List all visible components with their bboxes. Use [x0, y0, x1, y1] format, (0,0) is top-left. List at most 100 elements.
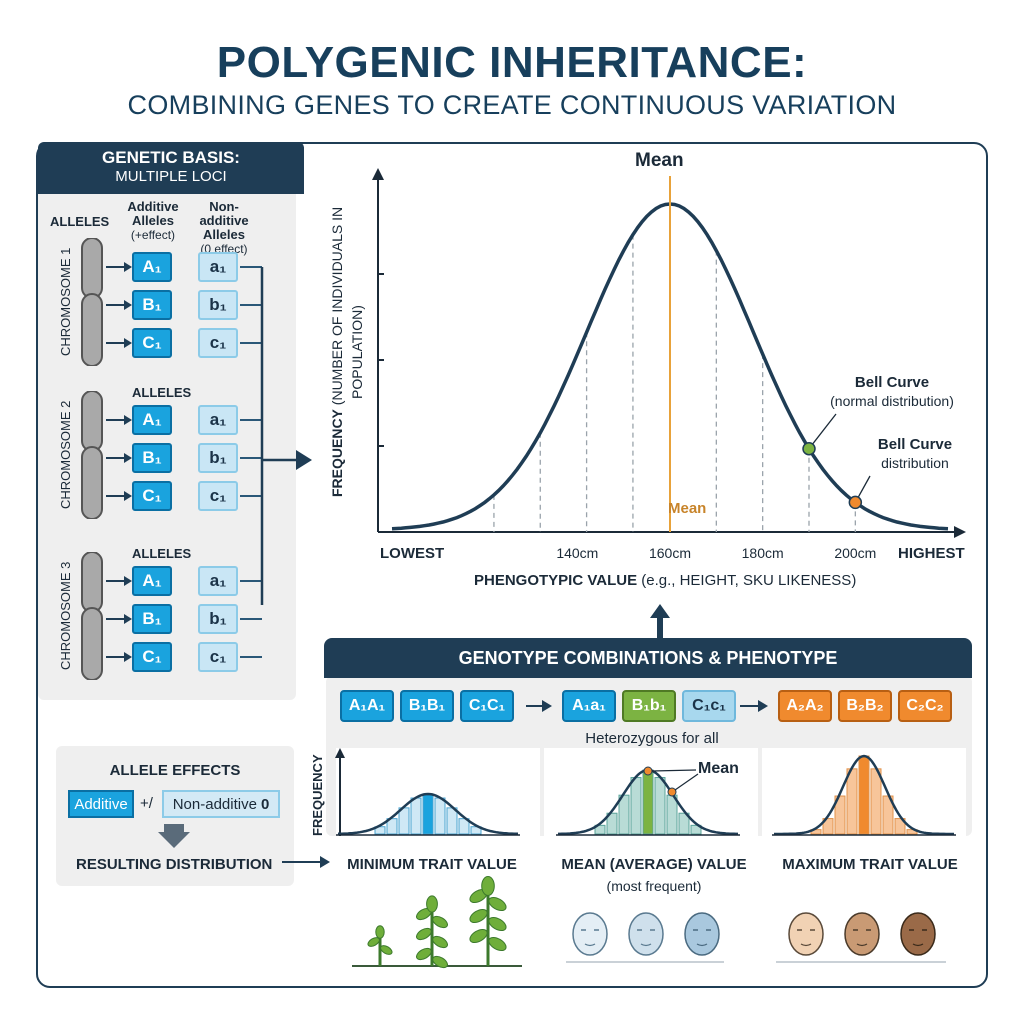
additive-sub: (+effect): [130, 228, 176, 242]
nonadditive-allele: c₁: [198, 328, 238, 358]
additive-allele: C₁: [132, 328, 172, 358]
face-icon: [844, 912, 880, 956]
annotation-normal: Bell Curve (normal distribution): [812, 373, 972, 411]
down-arrow-icon: [158, 824, 190, 848]
genotype-chip: C₁c₁: [682, 690, 736, 722]
mini-mean-leader: [651, 769, 697, 772]
x-start-label: LOWEST: [380, 545, 445, 562]
additive-allele: B₁: [132, 290, 172, 320]
chromosome-alleles-label: ALLELES: [132, 546, 192, 561]
genotype-chip: C₁C₁: [460, 690, 514, 722]
nonadditive-allele: a₁: [198, 405, 238, 435]
plant-leaf-icon: [488, 936, 507, 952]
x-tick-label: 160cm: [648, 545, 692, 561]
face-mouth-icon: [800, 943, 812, 947]
allele-arrowhead: [124, 453, 132, 463]
x-axis-arrowhead: [954, 526, 966, 538]
allele-arrowhead: [124, 262, 132, 272]
mini-bar: [894, 818, 906, 835]
x-end-label: HIGHEST: [898, 545, 965, 562]
face-icon: [684, 912, 720, 956]
nonadditive-chip-value: 0: [260, 795, 270, 813]
mini-bar: [678, 812, 690, 835]
page-subtitle: COMBINING GENES TO CREATE CONTINUOUS VAR…: [127, 90, 897, 120]
mean-label-top: Mean: [635, 150, 684, 171]
genotype-chip: A₁A₁: [340, 690, 394, 722]
annotation-distribution: Bell Curve distribution: [850, 435, 980, 473]
x-tick-label: 140cm: [556, 545, 599, 561]
genetic-basis-header: GENETIC BASIS: MULTIPLE LOCI: [38, 142, 304, 194]
additive-chip: Additive: [68, 790, 134, 818]
genotype-arrowhead: [542, 700, 552, 712]
mini-bar: [822, 818, 834, 835]
nonadditive-header: Non-additive Alleles: [199, 199, 249, 242]
plant-leaf-icon: [488, 896, 507, 912]
plant-leaf-icon: [367, 937, 380, 947]
annotation-distribution-title: Bell Curve: [877, 436, 953, 453]
allele-arrowhead: [124, 415, 132, 425]
nonadditive-allele: b₁: [198, 443, 238, 473]
nonadditive-allele: a₁: [198, 252, 238, 282]
genetic-basis-title: GENETIC BASIS:: [102, 148, 240, 167]
nonadditive-allele: b₁: [198, 604, 238, 634]
face-mouth-icon: [912, 943, 924, 947]
annotation-distribution-text: distribution: [881, 455, 949, 471]
face-mouth-icon: [696, 943, 708, 947]
mini-curve: [774, 754, 954, 836]
annotation-leader: [808, 413, 837, 450]
annotation-normal-title: Bell Curve: [854, 374, 930, 391]
plant-leaf-icon: [469, 928, 488, 944]
plant-leaf-icon: [416, 947, 432, 961]
merge-line: [260, 267, 298, 605]
allele-arrowhead: [124, 652, 132, 662]
col-additive-label: Additive Alleles (+effect): [118, 200, 188, 243]
resulting-distribution-label: RESULTING DISTRIBUTION: [76, 856, 273, 873]
nonadditive-chip-label: Non-additive: [172, 795, 257, 813]
allele-arrowhead: [124, 576, 132, 586]
plant-leaf-icon: [488, 916, 507, 932]
additive-allele: A₁: [132, 566, 172, 596]
trait-value-sublabel: (most frequent): [606, 878, 702, 894]
genotype-arrowhead: [758, 700, 768, 712]
x-tick-label: 180cm: [741, 545, 784, 561]
genotype-chip: B₁b₁: [622, 690, 676, 722]
plant-leaf-icon: [375, 925, 385, 939]
nonadditive-allele: c₁: [198, 481, 238, 511]
plant-leaf-icon: [481, 876, 495, 896]
mini-mean-leader: [674, 773, 699, 791]
additive-allele: B₁: [132, 604, 172, 634]
plant-leaf-icon: [432, 955, 448, 969]
face-mouth-icon: [856, 943, 868, 947]
genotype-chip: C₂C₂: [898, 690, 952, 722]
genotype-chip: A₁a₁: [562, 690, 616, 722]
nonadditive-allele: a₁: [198, 566, 238, 596]
annotation-point: [802, 441, 816, 456]
mean-label-bottom: Mean: [668, 500, 707, 517]
genotype-chip: B₂B₂: [838, 690, 892, 722]
mini-mean-label: Mean: [698, 760, 739, 777]
merge-arrowhead: [296, 450, 312, 470]
col-alleles-label: ALLELES: [50, 214, 110, 229]
genotype-header: GENOTYPE COMBINATIONS & PHENOTYPE: [324, 638, 972, 678]
x-axis-label-bold: PHENGOTYPIC VALUE: [474, 572, 638, 589]
page-title: POLYGENIC INHERITANCE:: [216, 38, 808, 87]
face-icon: [900, 912, 936, 956]
additive-allele: B₁: [132, 443, 172, 473]
plant-leaf-icon: [416, 927, 432, 941]
mini-y-arrowhead: [335, 748, 345, 758]
allele-effects-title: ALLELE EFFECTS: [109, 762, 241, 779]
trait-value-label: MINIMUM TRAIT VALUE: [347, 856, 517, 873]
face-icon: [628, 912, 664, 956]
genotype-note: Heterozygous for all: [585, 730, 719, 747]
y-axis-arrowhead: [372, 168, 384, 180]
trait-value-label: MAXIMUM TRAIT VALUE: [782, 856, 958, 873]
nonadditive-allele: b₁: [198, 290, 238, 320]
mini-mean-point: [667, 787, 677, 797]
additive-allele: A₁: [132, 405, 172, 435]
chromosome-shape: [80, 237, 104, 367]
face-mouth-icon: [640, 943, 652, 947]
x-axis-label-rest: (e.g., HEIGHT, SKU LIKENESS): [641, 572, 857, 589]
allele-arrowhead: [124, 491, 132, 501]
